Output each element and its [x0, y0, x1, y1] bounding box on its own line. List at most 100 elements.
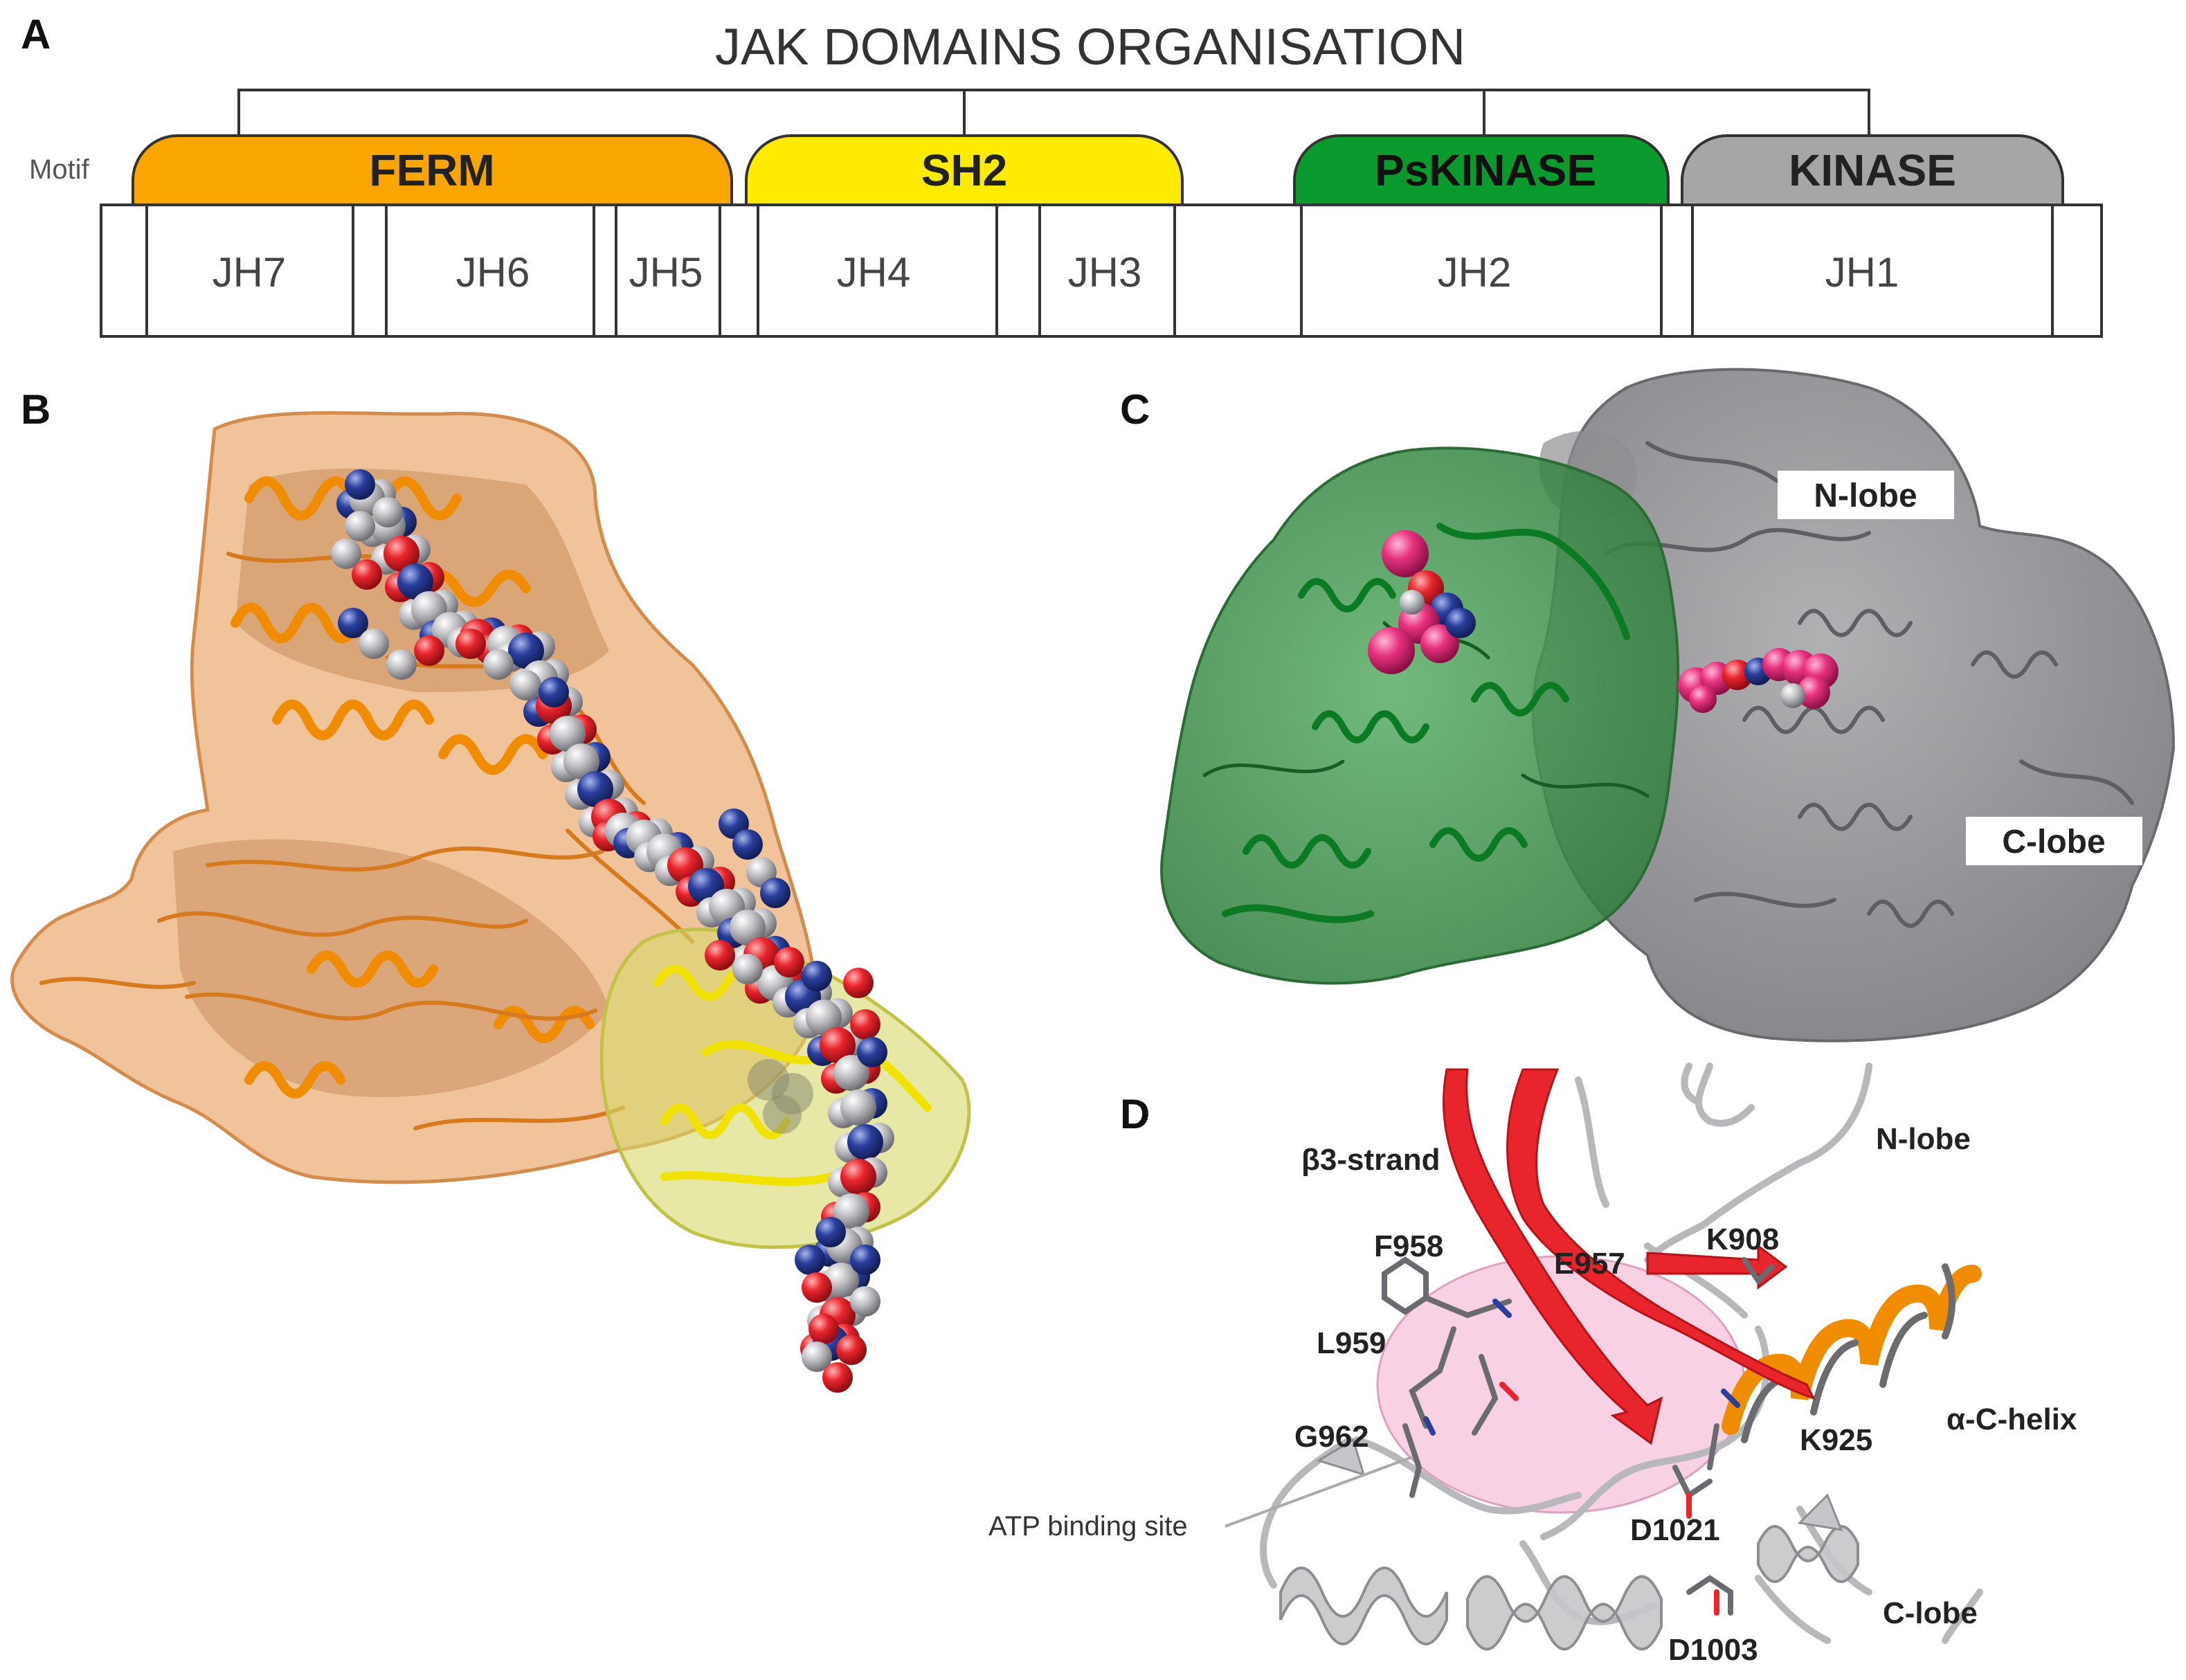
panel-d-n-lobe-label: N-lobe — [1876, 1122, 1971, 1156]
atom-sphere — [455, 629, 486, 659]
jh-region-label: JH3 — [1068, 249, 1142, 296]
jh-region-label: JH5 — [629, 249, 703, 296]
atom-sphere — [836, 1335, 867, 1365]
backbone-arrow — [1797, 1493, 1843, 1531]
alpha-c-helix-ribbon — [1722, 1263, 1982, 1443]
atom-sphere — [833, 1055, 869, 1091]
ferm-surface-shadow — [173, 839, 609, 1097]
atom-sphere — [483, 649, 514, 680]
motif-label: Motif — [29, 154, 90, 185]
atom-sphere — [511, 670, 541, 701]
atom-sphere — [1689, 685, 1717, 713]
motif-kinase: KINASE — [1680, 134, 2065, 206]
panel-c-c-lobe-label: C-lobe — [2002, 824, 2105, 860]
panel-b-letter: B — [21, 386, 51, 433]
atom-sphere — [809, 1314, 839, 1344]
pseudokinase-surface — [1160, 446, 1680, 985]
n-lobe-label-box — [1778, 471, 1954, 519]
atom-sphere — [414, 635, 444, 666]
atom-sphere — [847, 1124, 883, 1160]
atom-sphere — [352, 559, 382, 590]
panel-c: C — [1120, 368, 2176, 1042]
panel-c-letter: C — [1120, 386, 1150, 433]
atom-sphere — [802, 961, 832, 991]
atom-sphere — [508, 633, 544, 669]
atom-sphere — [1382, 530, 1429, 577]
jh-region-label: JH2 — [1438, 249, 1512, 296]
motif-kinase-label: KINASE — [1789, 145, 1956, 195]
motif-ferm: FERM — [131, 134, 734, 206]
atom-sphere — [563, 743, 599, 779]
motif-sh2-label: SH2 — [921, 145, 1008, 195]
panel-a-title: JAK DOMAINS ORGANISATION — [715, 18, 1465, 75]
residue-label-f958: F958 — [1374, 1229, 1443, 1263]
atom-sphere — [345, 469, 375, 500]
jh-region-label: JH7 — [213, 249, 287, 296]
residue-label-d1021: D1021 — [1630, 1513, 1720, 1547]
ferm-loops — [39, 552, 694, 1130]
atom-sphere — [1400, 590, 1425, 615]
pseudokinase-cartoon — [1222, 523, 1630, 923]
jh-region-bar — [100, 204, 2103, 338]
atom-sphere — [1368, 627, 1415, 674]
ferm-cartoon — [231, 476, 595, 1099]
c-lobe-helices — [1279, 1525, 1859, 1651]
atom-sphere — [823, 1263, 859, 1299]
jh-region-label: JH6 — [456, 249, 530, 296]
atom-sphere — [774, 947, 804, 977]
panel-b: B — [10, 386, 971, 1393]
domain-bracket — [237, 89, 1870, 136]
atom-sphere — [397, 563, 433, 599]
atom-sphere — [843, 968, 874, 998]
atom-sphere — [730, 910, 766, 946]
pseudokinase-ligand — [1368, 530, 1476, 674]
kinase-ligand — [1678, 648, 1839, 713]
atom-sphere — [802, 1342, 832, 1372]
residue-label-l959: L959 — [1317, 1326, 1386, 1360]
atom-sphere — [1797, 676, 1830, 709]
atom-sphere — [795, 1245, 825, 1275]
residue-label-e957: E957 — [1554, 1247, 1625, 1281]
atom-sphere — [732, 954, 763, 984]
atom-sphere — [802, 1272, 832, 1303]
panel-a-letter: A — [21, 11, 51, 57]
panel-a: A JAK DOMAINS ORGANISATION Motif FERM SH… — [21, 11, 2103, 338]
c-lobe-label-box — [1966, 817, 2142, 865]
atom-sphere — [840, 1090, 876, 1126]
residue-atoms — [1423, 1299, 1740, 1616]
atom-sphere — [850, 1245, 880, 1275]
motif-pskinase-label: PsKINASE — [1375, 145, 1596, 195]
atom-sphere — [822, 1362, 853, 1393]
atom-sphere — [850, 1009, 880, 1040]
residue-label-d1003: D1003 — [1668, 1633, 1758, 1667]
jh-region-label: JH4 — [837, 249, 911, 296]
sh2-ligand-shadow — [748, 1059, 813, 1134]
beta3-strand-label: β3-strand — [1301, 1143, 1440, 1177]
panel-c-n-lobe-label: N-lobe — [1814, 478, 1917, 514]
atom-sphere — [386, 649, 417, 680]
panel-d: D — [988, 1063, 2077, 1667]
atom-sphere — [1445, 608, 1476, 638]
atp-binding-site-label: ATP binding site — [988, 1511, 1188, 1542]
beta3-strand-ribbon — [1443, 1068, 1816, 1445]
atom-sphere — [840, 1159, 876, 1195]
atom-sphere — [705, 940, 735, 970]
alpha-c-helix-label: α-C-helix — [1946, 1402, 2077, 1436]
atom-sphere — [359, 629, 389, 659]
motif-sh2: SH2 — [744, 134, 1184, 206]
atom-sphere — [732, 829, 763, 860]
atom-sphere — [1420, 624, 1459, 663]
atom-sphere — [550, 716, 586, 752]
residue-label-g962: G962 — [1294, 1420, 1369, 1454]
panel-d-letter: D — [1120, 1091, 1150, 1137]
atom-sphere — [383, 536, 419, 572]
backbone-arrow — [1316, 1438, 1366, 1476]
atom-sphere — [833, 1193, 869, 1229]
residue-label-k908: K908 — [1706, 1222, 1779, 1256]
atom-sphere — [331, 539, 361, 569]
jh-region-label: JH1 — [1825, 249, 1899, 296]
atom-sphere — [539, 677, 569, 707]
motif-pskinase: PsKINASE — [1292, 134, 1670, 206]
atom-sphere — [806, 1000, 842, 1036]
